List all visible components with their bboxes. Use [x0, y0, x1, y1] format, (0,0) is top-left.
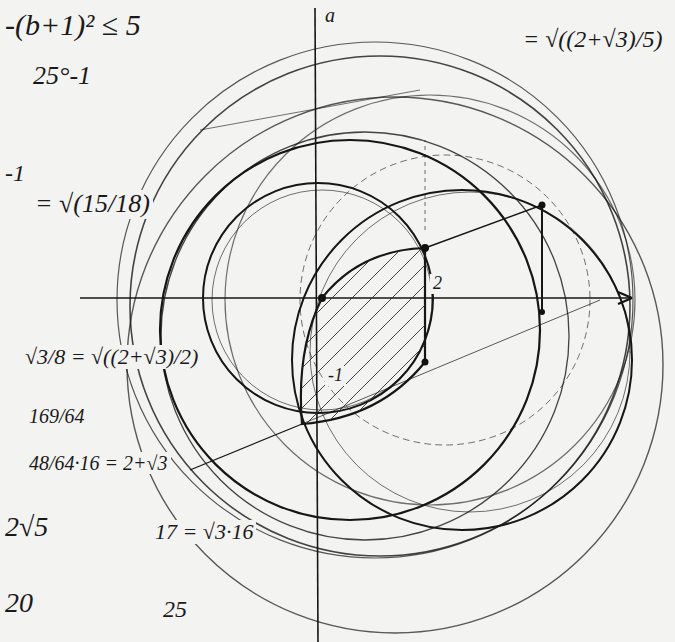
handwritten-note: √3/8 = √((2+√3)/2) — [22, 345, 201, 369]
outer-circle — [117, 42, 633, 558]
handwritten-note: = √(15/18) — [32, 190, 153, 219]
handwritten-note: = √((2+√3)/5) — [520, 26, 665, 52]
hatch-line — [280, 250, 440, 410]
outer-circle — [130, 56, 630, 556]
large-circle — [225, 95, 635, 505]
construction-line — [425, 140, 426, 230]
handwritten-note: 169/64 — [26, 405, 88, 427]
construction-line — [190, 424, 302, 470]
horizontal-axis — [80, 297, 632, 299]
handwritten-note: 25°-1 — [30, 62, 94, 91]
axes — [80, 8, 632, 642]
handwritten-note: 25 — [160, 596, 190, 622]
handwritten-note: 2 — [430, 274, 445, 294]
vertical-axis — [315, 8, 318, 642]
construction-line — [541, 205, 543, 312]
hatch-line — [280, 230, 440, 390]
construction-line — [302, 300, 600, 424]
hatch-line — [290, 290, 440, 440]
hatch-line — [280, 270, 440, 430]
lens-outline — [301, 248, 425, 424]
axis-label: a — [322, 4, 338, 26]
dashed-circle — [300, 155, 590, 445]
points — [318, 202, 546, 366]
point — [318, 294, 326, 302]
handwritten-note: -(b+1)² ≤ 5 — [2, 8, 144, 41]
handwritten-note: -1 — [325, 366, 346, 386]
construction-lines — [190, 90, 600, 470]
point — [421, 244, 429, 252]
point — [539, 309, 545, 315]
axis-arrow — [618, 292, 632, 304]
handwritten-note: 20 — [2, 588, 36, 619]
lens-region — [280, 230, 440, 440]
outer-circle — [127, 97, 663, 633]
hatch-line — [280, 230, 380, 330]
mid-circle — [160, 140, 540, 520]
mid-circle — [161, 132, 569, 540]
handwritten-note: -1 — [2, 160, 28, 186]
hatch-line — [280, 230, 400, 350]
circle-group — [117, 42, 663, 633]
handwritten-note: 2√5 — [2, 512, 51, 543]
hatching — [280, 230, 440, 440]
construction-line — [200, 90, 420, 130]
handwritten-note: 17 = √3·16 — [152, 520, 256, 544]
construction-line — [425, 205, 542, 248]
handwritten-note: 48/64·16 = 2+√3 — [26, 452, 171, 474]
hatch-line — [330, 330, 440, 440]
point — [422, 359, 429, 366]
point — [539, 202, 546, 209]
hatch-line — [280, 230, 420, 370]
right-circle — [292, 190, 632, 530]
